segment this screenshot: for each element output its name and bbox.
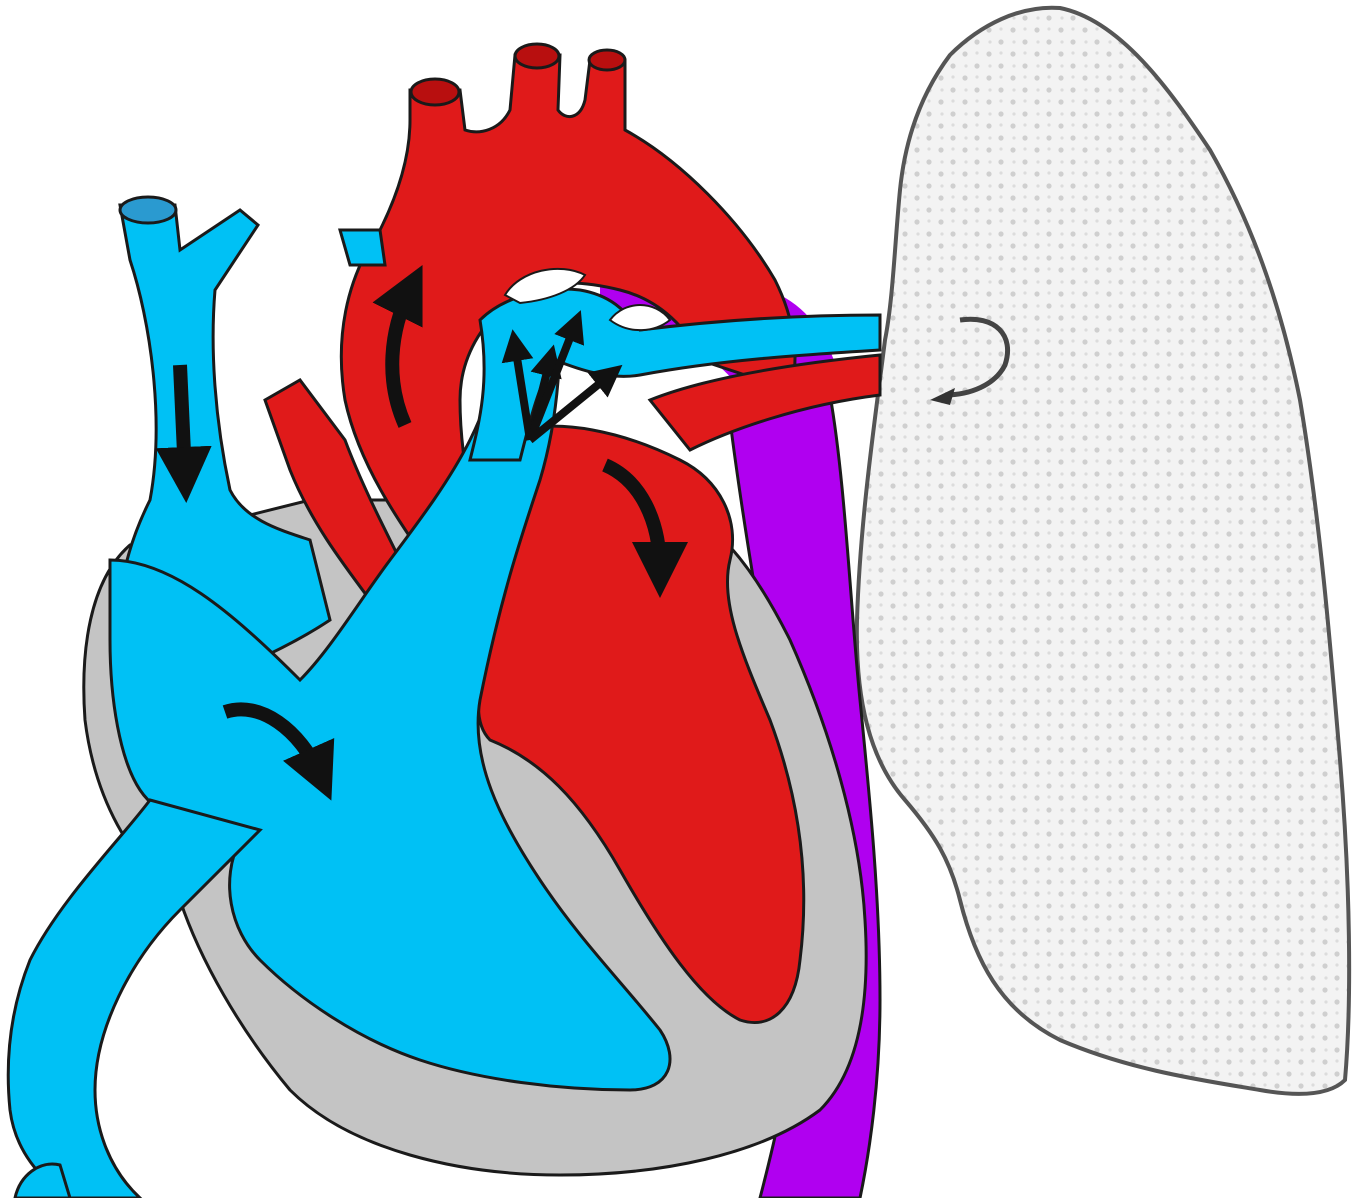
aorta-branch-opening-1 (411, 79, 459, 105)
aorta-branch-opening-3 (589, 50, 625, 70)
aorta-branch-opening-2 (515, 44, 559, 68)
inferior-vena-cava-branch (15, 1164, 70, 1198)
inferior-vena-cava (8, 800, 260, 1198)
vena-cava-opening (120, 197, 176, 223)
lung (857, 8, 1349, 1094)
flow-arrow-icon (180, 365, 185, 475)
pulmonary-branch-left (340, 230, 385, 265)
